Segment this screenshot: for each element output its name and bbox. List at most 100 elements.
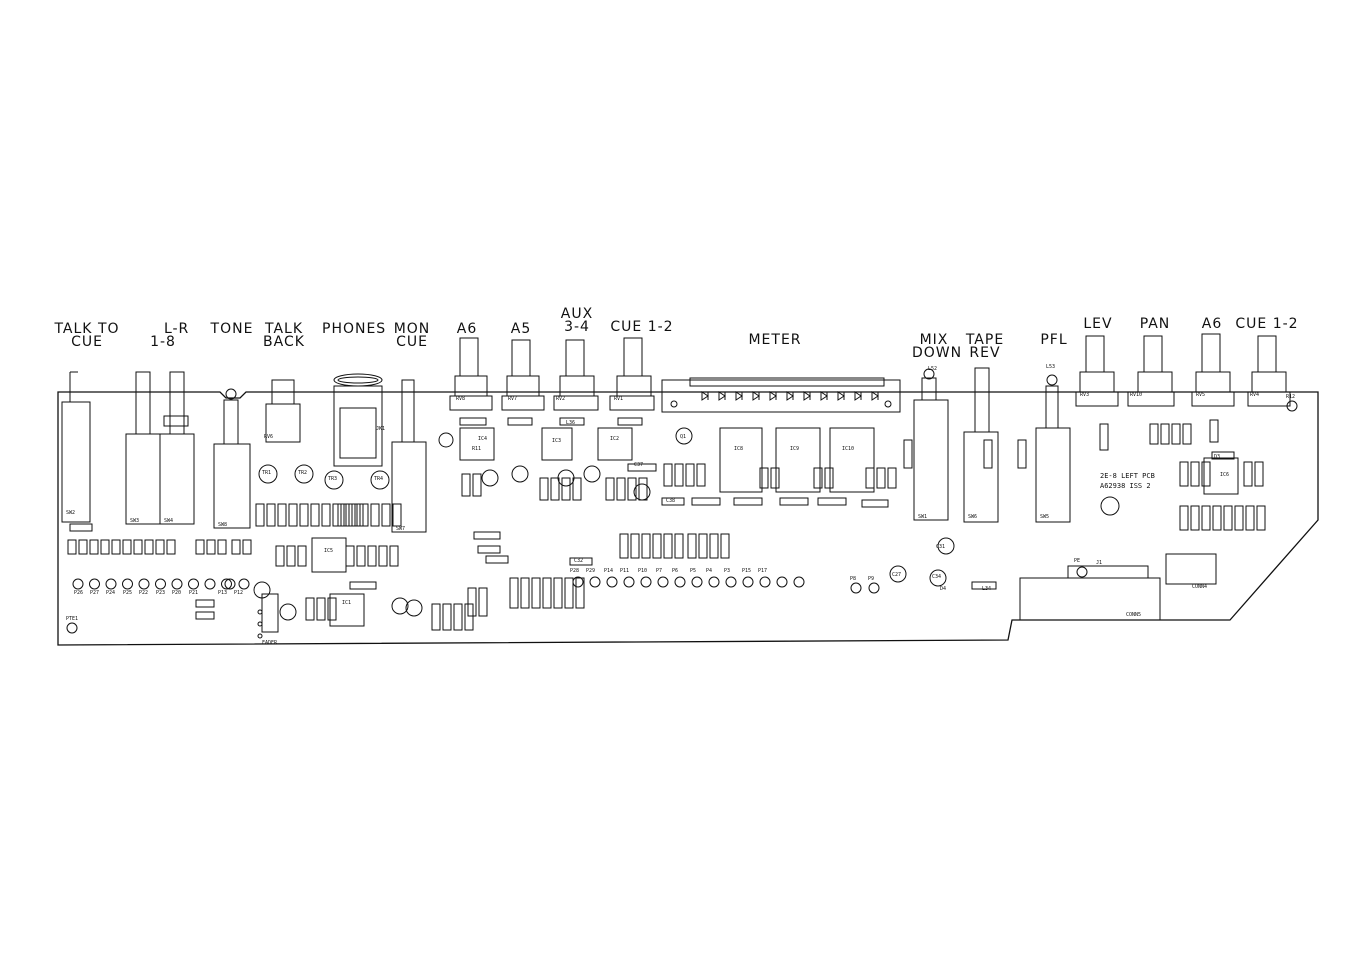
resistor (468, 588, 476, 616)
ref-label: P4 (706, 568, 712, 574)
label-aux-3-4: AUX 3-4 (560, 306, 594, 335)
capacitor (482, 470, 498, 486)
resistor (79, 540, 87, 554)
resistor (462, 474, 470, 496)
resistor (639, 478, 647, 500)
pad (607, 577, 617, 587)
ref-label: CONN4 (1192, 584, 1207, 590)
ref-label: P9 (868, 576, 874, 582)
resistor-h (618, 418, 642, 425)
resistor (298, 546, 306, 566)
capacitor (406, 600, 422, 616)
pad (222, 579, 232, 589)
switch-sw3 (126, 372, 160, 524)
resistor-h (350, 582, 376, 589)
resistor (479, 588, 487, 616)
ref-label: C38 (666, 498, 675, 504)
resistor (368, 546, 376, 566)
resistor (904, 440, 912, 468)
pot-rv6 (266, 380, 300, 442)
label-tape-rev: TAPE REV (965, 332, 1005, 361)
pad (851, 583, 861, 593)
pad (794, 577, 804, 587)
resistor (393, 504, 401, 526)
fader-pin (258, 622, 262, 626)
capacitor (254, 582, 270, 598)
ref-label: RV8 (456, 396, 465, 402)
resistor (631, 534, 639, 558)
resistor (243, 540, 251, 554)
ref-label: P13 (218, 590, 227, 596)
pad (675, 577, 685, 587)
label-talk-back: TALK BACK (263, 321, 305, 350)
ref-label: P24 (106, 590, 115, 596)
ref-label: RV1 (614, 396, 623, 402)
resistor (825, 468, 833, 488)
resistor (1191, 462, 1199, 486)
resistor (888, 468, 896, 488)
pad (189, 579, 199, 589)
ref-label: C37 (634, 462, 643, 468)
ref-label: P28 (570, 568, 579, 574)
ref-label: SW8 (218, 522, 227, 528)
ref-label: RV3 (1080, 392, 1089, 398)
capacitor (930, 570, 946, 586)
resistor-h (692, 498, 720, 505)
resistor-h (196, 600, 214, 607)
pad-pe (1077, 567, 1087, 577)
ref-label: SW5 (1040, 514, 1049, 520)
resistor (68, 540, 76, 554)
ref-label: RV2 (556, 396, 565, 402)
resistor-h (486, 556, 508, 563)
meter-led (753, 392, 759, 400)
phones-jack-jk1 (334, 374, 382, 466)
ref-label: IC1 (342, 600, 351, 606)
pad (692, 577, 702, 587)
resistor (338, 504, 346, 526)
resistor (349, 504, 357, 526)
resistor (355, 504, 363, 526)
ref-label: D4 (940, 586, 946, 592)
resistor (1172, 424, 1180, 444)
ref-label: L36 (566, 420, 575, 426)
meter-led (787, 392, 793, 400)
ref-label: L34 (982, 586, 991, 592)
capacitor (558, 470, 574, 486)
resistor (306, 598, 314, 620)
capacitor (392, 598, 408, 614)
ref-label: P14 (604, 568, 613, 574)
resistor-h (196, 612, 214, 619)
resistor (311, 504, 319, 526)
label-lev: LEV (1083, 316, 1113, 332)
pad (239, 579, 249, 589)
resistor (532, 578, 540, 608)
resistor (606, 478, 614, 500)
switch-sw8 (214, 389, 250, 528)
resistor (565, 578, 573, 608)
capacitor (1101, 497, 1119, 515)
pot-rv8 (450, 338, 492, 410)
ref-label: P6 (672, 568, 678, 574)
label-phones: PHONES (322, 321, 387, 337)
ref-label: C32 (574, 558, 583, 564)
pad (156, 579, 166, 589)
pad (590, 577, 600, 587)
pad (624, 577, 634, 587)
label-a6-right: A6 (1201, 316, 1223, 332)
ref-label: P23 (156, 590, 165, 596)
resistor (675, 534, 683, 558)
switch-sw2 (62, 372, 90, 522)
ref-label: RV10 (1130, 392, 1142, 398)
resistor (1161, 424, 1169, 444)
ref-label: P10 (638, 568, 647, 574)
resistor (688, 534, 696, 558)
pot-rv4 (1248, 336, 1290, 406)
meter-led (702, 392, 708, 400)
resistor (300, 504, 308, 526)
ref-label: IC3 (552, 438, 561, 444)
resistor (1018, 440, 1026, 468)
meter-led (770, 392, 776, 400)
resistor (510, 578, 518, 608)
board-id-line1: 2E-8 LEFT PCB (1100, 472, 1155, 480)
